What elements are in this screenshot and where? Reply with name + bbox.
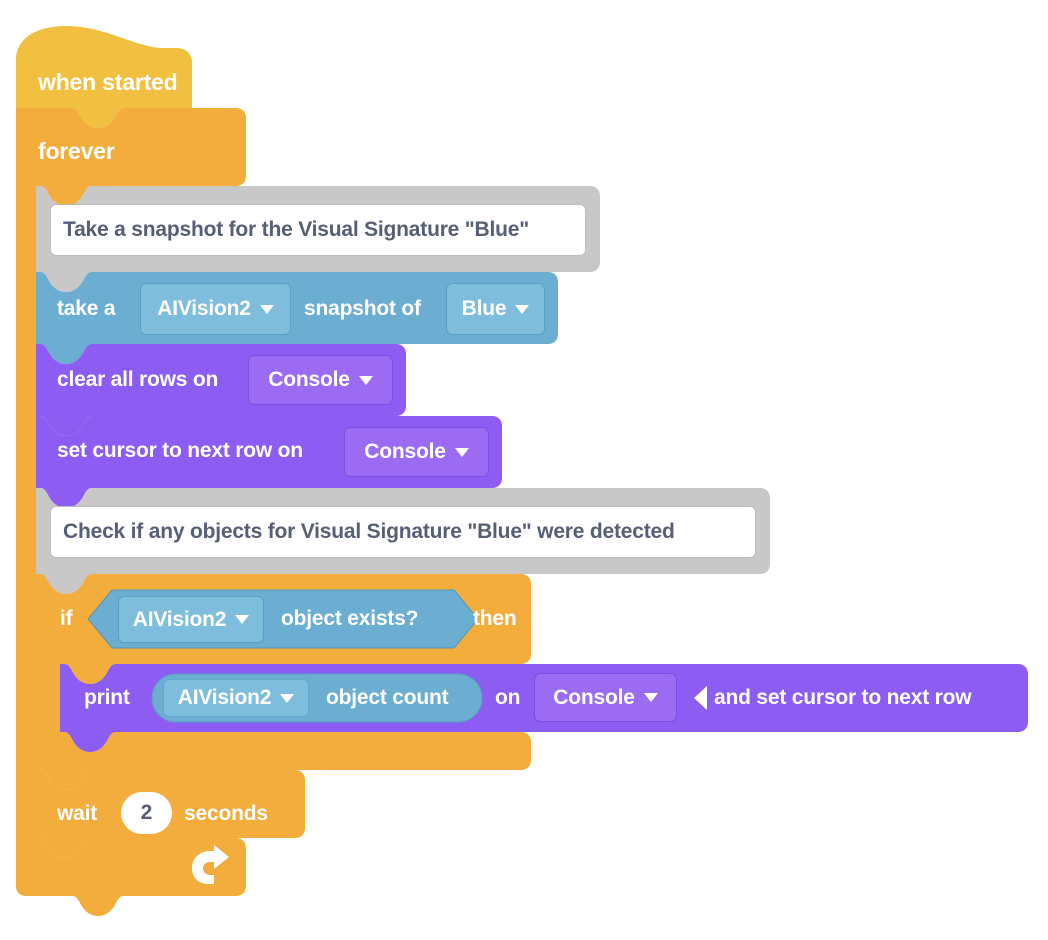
print-device-dropdown[interactable]: Console: [534, 673, 677, 722]
chevron-down-icon: [515, 304, 530, 314]
when-started-block-shape[interactable]: [16, 26, 192, 128]
print-tail-label: and set cursor to next row: [714, 686, 972, 709]
if-condition-label: object exists?: [281, 607, 419, 630]
chevron-down-icon: [235, 615, 250, 624]
set-cursor-device-dropdown[interactable]: Console: [344, 427, 489, 477]
print-on-label: on: [495, 686, 521, 709]
if-label: if: [60, 607, 73, 630]
snapshot-label-mid: snapshot of: [304, 297, 421, 320]
clear-all-rows-device-value: Console: [268, 368, 350, 391]
set-cursor-device-value: Console: [364, 440, 446, 463]
clear-all-rows-label: clear all rows on: [57, 368, 219, 391]
chevron-down-icon: [643, 693, 658, 702]
snapshot-device-value: AIVision2: [157, 297, 251, 320]
chevron-down-icon: [454, 447, 469, 457]
chevron-down-icon: [259, 304, 274, 314]
print-label: print: [84, 686, 130, 709]
forever-label: forever: [38, 138, 115, 164]
snapshot-signature-dropdown[interactable]: Blue: [446, 283, 545, 335]
snapshot-signature-value: Blue: [461, 297, 507, 320]
print-reporter-label: object count: [326, 686, 449, 709]
then-label: then: [473, 607, 517, 630]
collapse-left-triangle-icon[interactable]: [694, 686, 707, 710]
print-reporter-device-value: AIVision2: [177, 686, 272, 709]
chevron-down-icon: [280, 693, 295, 703]
set-cursor-label: set cursor to next row on: [57, 439, 303, 462]
print-device-value: Console: [553, 685, 635, 709]
clear-all-rows-device-dropdown[interactable]: Console: [248, 355, 393, 405]
wait-label-pre: wait: [57, 802, 98, 825]
comment-text-2[interactable]: Check if any objects for Visual Signatur…: [50, 506, 756, 558]
snapshot-device-dropdown[interactable]: AIVision2: [140, 283, 291, 335]
comment-text-1[interactable]: Take a snapshot for the Visual Signature…: [50, 204, 586, 256]
if-condition-device-dropdown[interactable]: AIVision2: [118, 596, 264, 643]
if-condition-device-value: AIVision2: [132, 607, 227, 631]
print-reporter-device-dropdown[interactable]: AIVision2: [163, 679, 309, 717]
wait-seconds-input[interactable]: 2: [121, 792, 172, 834]
chevron-down-icon: [358, 375, 373, 385]
when-started-label: when started: [38, 69, 178, 95]
loop-arrow-icon: [192, 845, 229, 884]
wait-label-post: seconds: [184, 802, 268, 825]
snapshot-label-pre: take a: [57, 297, 116, 320]
